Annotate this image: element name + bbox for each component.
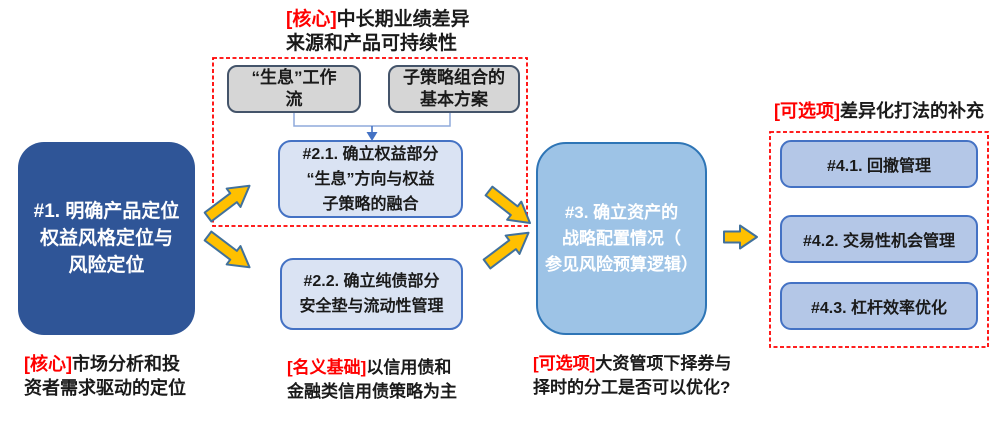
node-step41-label: #4.1. 回撤管理 — [826, 158, 932, 175]
node-step43: #4.3. 杠杆效率优化 — [780, 282, 978, 330]
caption-step1-text: 市场分析和投 资者需求驱动的定位 — [24, 354, 186, 398]
node-workflow-label: “生息”工作 流 — [251, 68, 337, 109]
arrow-step1-to-step22 — [203, 230, 251, 269]
node-substrategy: 子策略组合的 基本方案 — [388, 65, 520, 113]
arrow-step22-to-step3 — [482, 231, 530, 270]
caption-step22: [名义基础]以信用债和 金融类信用债策略为主 — [287, 356, 479, 404]
arrow-step3-to-step4 — [723, 224, 758, 250]
core-top-title-tag: [核心] — [286, 9, 337, 30]
caption-step1-tag: [核心] — [24, 354, 72, 374]
optional-right-title-tag: [可选项] — [774, 101, 840, 121]
node-step21-label: #2.1. 确立权益部分 “生息”方向与权益 子策略的融合 — [302, 145, 439, 213]
caption-step3: [可选项]大资管项下择券与 择时的分工是否可以优化? — [533, 352, 755, 400]
arrow-step21-to-step3 — [484, 185, 531, 225]
node-step42: #4.2. 交易性机会管理 — [780, 215, 978, 263]
optional-right-title: [可选项]差异化打法的补充 — [770, 100, 988, 122]
node-step1: #1. 明确产品定位 权益风格定位与 风险定位 — [18, 142, 195, 335]
caption-step22-tag: [名义基础] — [287, 358, 367, 377]
caption-step22-text: 以信用债和 金融类信用债策略为主 — [287, 358, 457, 401]
node-workflow: “生息”工作 流 — [227, 65, 361, 113]
node-substrategy-label: 子策略组合的 基本方案 — [403, 68, 505, 109]
arrow-step1-to-step21 — [203, 184, 251, 223]
node-step43-label: #4.3. 杠杆效率优化 — [810, 300, 948, 317]
caption-step1: [核心]市场分析和投 资者需求驱动的定位 — [24, 352, 206, 400]
node-step41: #4.1. 回撤管理 — [780, 140, 978, 188]
node-step42-label: #4.2. 交易性机会管理 — [802, 233, 956, 250]
node-step3: #3. 确立资产的 战略配置情况（ 参见风险预算逻辑） — [536, 142, 707, 335]
core-top-title: [核心]中长期业绩差异 来源和产品可持续性 — [286, 8, 498, 56]
node-step21: #2.1. 确立权益部分 “生息”方向与权益 子策略的融合 — [278, 140, 463, 218]
node-step1-label: #1. 明确产品定位 权益风格定位与 风险定位 — [33, 201, 180, 276]
connector-merge-line — [293, 113, 451, 127]
node-step3-label: #3. 确立资产的 战略配置情况（ 参见风险预算逻辑） — [545, 202, 698, 274]
core-top-title-text: 中长期业绩差异 来源和产品可持续性 — [286, 9, 470, 54]
caption-step3-text: 大资管项下择券与 择时的分工是否可以优化? — [533, 354, 732, 397]
optional-right-title-text: 差异化打法的补充 — [840, 101, 984, 121]
node-step22: #2.2. 确立纯债部分 安全垫与流动性管理 — [280, 258, 463, 330]
node-step22-label: #2.2. 确立纯债部分 安全垫与流动性管理 — [299, 273, 444, 315]
caption-step3-tag: [可选项] — [533, 354, 596, 373]
